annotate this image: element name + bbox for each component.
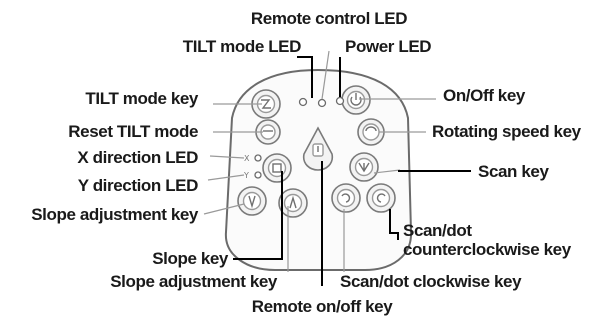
scan-dot-clockwise-key[interactable] [331,183,361,213]
remote-control-led [317,98,327,108]
slope-adjustment-key-bottom[interactable] [278,188,308,218]
label-slope-adjustment-key-bottom: Slope adjustment key [110,272,278,291]
scan-key[interactable] [349,152,379,182]
label-scan-dot-clockwise-key: Scan/dot clockwise key [340,272,522,291]
label-power-led: Power LED [345,37,431,56]
y-mark: Y [243,171,249,180]
label-tilt-mode-key: TILT mode key [85,89,199,108]
remote-on-off-key[interactable] [302,126,334,171]
tilt-mode-led [298,97,308,107]
x-direction-led [254,154,262,162]
label-slope-adjustment-key-left: Slope adjustment key [31,205,199,224]
label-tilt-mode-led: TILT mode LED [183,37,301,56]
label-slope-key: Slope key [152,249,229,268]
slope-adjustment-key-left[interactable] [237,186,267,216]
scan-dot-counterclockwise-key[interactable] [366,183,396,213]
label-scan-key: Scan key [478,162,549,181]
label-scan-dot-counterclockwise-line1: Scan/dot [403,221,472,240]
label-scan-dot-counterclockwise-line2: counterclockwise key [403,240,572,259]
label-remote-control-led: Remote control LED [251,9,407,28]
leader-lines [203,50,471,286]
label-on-off-key: On/Off key [443,86,526,105]
slope-key[interactable] [262,153,292,183]
label-y-direction-led: Y direction LED [78,176,198,195]
label-x-direction-led: X direction LED [77,148,198,167]
label-reset-tilt-mode: Reset TILT mode [68,122,198,141]
y-direction-led [254,171,262,179]
power-led [335,96,345,106]
x-mark: X [244,154,250,163]
label-remote-on-off-key: Remote on/off key [252,297,394,316]
label-rotating-speed-key: Rotating speed key [432,122,582,141]
on-off-key[interactable] [341,85,371,115]
